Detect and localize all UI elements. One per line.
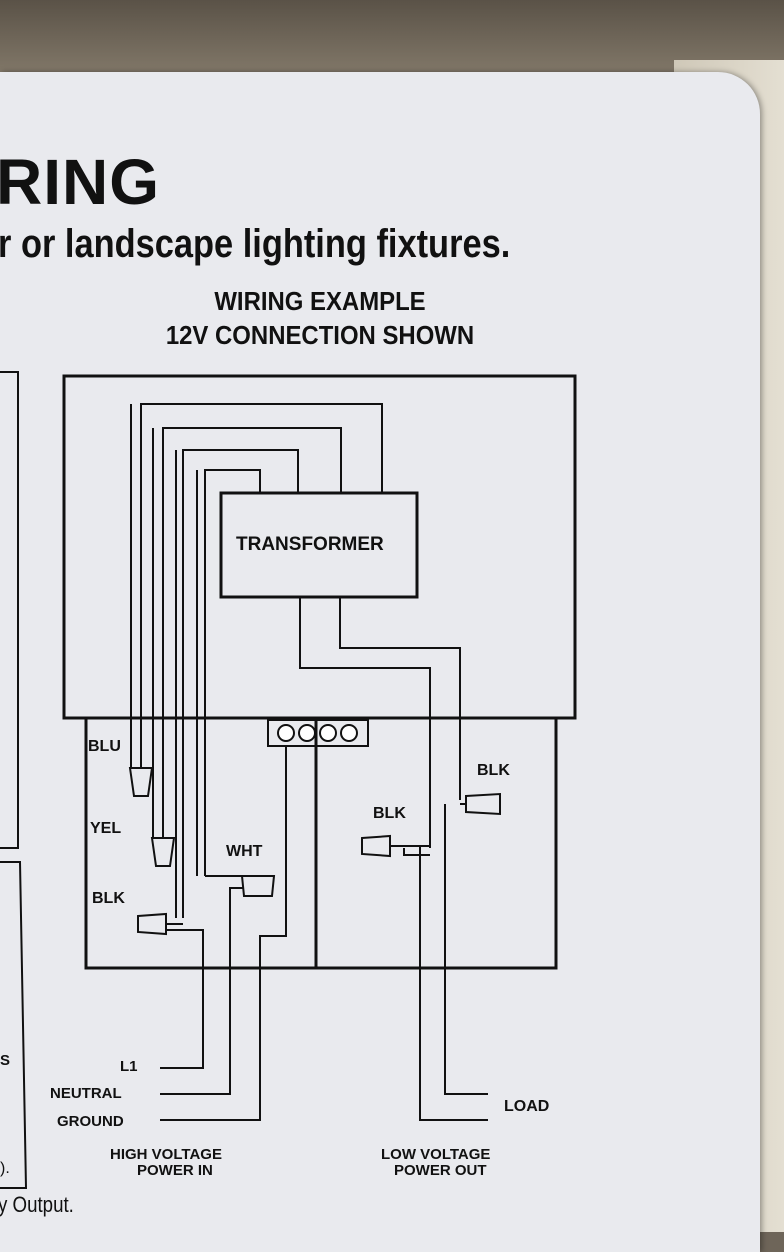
lead-low-voltage-a bbox=[419, 846, 488, 1121]
junction-box bbox=[84, 716, 558, 970]
label-load: LOAD bbox=[504, 1098, 550, 1115]
instruction-card bbox=[0, 72, 760, 1252]
diagram-title-line1: WIRING EXAMPLE bbox=[214, 286, 426, 316]
diagram-title-line2: 12V CONNECTION SHOWN bbox=[165, 320, 475, 350]
lead-l1 bbox=[160, 929, 204, 1069]
left-fragment-paren: ). bbox=[0, 1160, 10, 1177]
lead-load bbox=[444, 804, 488, 1095]
transformer-label: TRANSFORMER bbox=[236, 534, 384, 555]
label-blk-right: BLK bbox=[477, 762, 510, 779]
footer-fragment: y Output. bbox=[0, 1192, 74, 1217]
wire-yel bbox=[162, 427, 342, 838]
section-low-voltage-line2: POWER OUT bbox=[394, 1162, 487, 1179]
terminal-circle-1 bbox=[277, 724, 295, 742]
wire-nut-blu bbox=[128, 767, 154, 797]
left-panel-box-upper bbox=[0, 371, 19, 849]
wire-secondary-a-tail bbox=[403, 848, 430, 856]
left-fragment-s: S bbox=[0, 1052, 11, 1069]
transformer-box bbox=[219, 491, 419, 599]
label-blu: BLU bbox=[88, 738, 121, 755]
terminal-strip bbox=[267, 719, 369, 747]
wire-nut-yel bbox=[150, 837, 176, 867]
wire-wht-loop bbox=[204, 469, 261, 876]
terminal-circle-4 bbox=[340, 724, 358, 742]
section-high-voltage-line1: HIGH VOLTAGE bbox=[110, 1146, 222, 1163]
label-blk-left: BLK bbox=[92, 890, 125, 907]
card-subheading: r or landscape lighting fixtures. bbox=[0, 222, 511, 266]
wire-blk-left bbox=[182, 449, 299, 918]
terminal-circle-3 bbox=[319, 724, 337, 742]
terminal-circle-2 bbox=[298, 724, 316, 742]
lead-ground bbox=[160, 746, 287, 1121]
card-heading: RING bbox=[0, 146, 160, 218]
wire-nut-blk-mid bbox=[361, 834, 391, 858]
wire-secondary-b bbox=[339, 597, 461, 800]
wire-nut-blk-left bbox=[137, 912, 167, 936]
left-panel-box-lower bbox=[0, 861, 28, 1189]
label-blk-mid: BLK bbox=[373, 805, 406, 822]
label-l1: L1 bbox=[120, 1058, 138, 1075]
label-wht: WHT bbox=[226, 843, 263, 860]
label-neutral: NEUTRAL bbox=[50, 1085, 122, 1102]
label-ground: GROUND bbox=[57, 1113, 124, 1130]
label-yel: YEL bbox=[90, 820, 122, 837]
section-high-voltage-line2: POWER IN bbox=[137, 1162, 213, 1179]
wire-secondary-a bbox=[299, 597, 431, 848]
lead-neutral bbox=[160, 887, 244, 1095]
wire-nut-wht bbox=[240, 875, 276, 897]
wire-blu bbox=[140, 403, 383, 768]
section-low-voltage-line1: LOW VOLTAGE bbox=[381, 1146, 491, 1163]
wire-nut-blk-right bbox=[465, 792, 501, 816]
